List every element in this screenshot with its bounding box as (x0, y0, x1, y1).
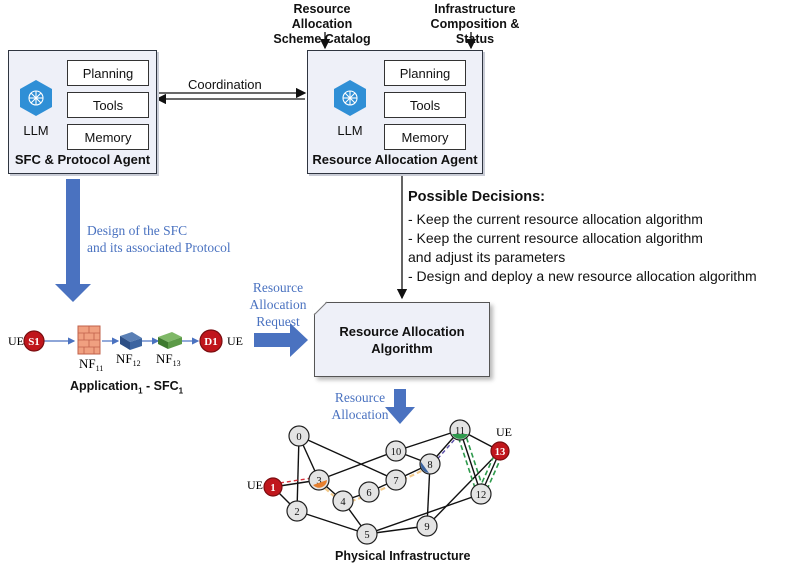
infrastructure-link (426, 450, 501, 527)
infrastructure-link (459, 429, 482, 495)
memory-box: Memory (384, 124, 466, 150)
request-line3: Request (256, 314, 300, 329)
router-icon (120, 332, 142, 350)
infrastructure-link (296, 510, 368, 535)
llm-label: LLM (23, 123, 49, 138)
infrastructure-node (470, 483, 492, 505)
ue-right-label: UE (227, 334, 243, 348)
node-label: 3 (316, 476, 321, 487)
caption-main: Application (70, 379, 139, 393)
allocation-line2: Allocation (331, 407, 389, 422)
source-node: S1 (23, 330, 45, 352)
planning-box: Planning (67, 60, 149, 86)
node-label: 11 (455, 426, 465, 437)
infrastructure-node (416, 515, 438, 537)
infrastructure-caption: Physical Infrastructure (335, 549, 471, 563)
destination-label: D1 (204, 336, 217, 348)
caption-mid: - SFC (142, 379, 179, 393)
tools-box: Tools (384, 92, 466, 118)
decision-item: - Keep the current resource allocation a… (408, 211, 703, 227)
agent-title: SFC & Protocol Agent (14, 152, 151, 167)
source-label: S1 (28, 336, 40, 348)
possible-decisions: Possible Decisions: - Keep the current r… (408, 188, 757, 286)
node-label: 9 (424, 522, 429, 533)
nf13-label: NF13 (156, 351, 181, 368)
firewall-icon (77, 325, 101, 355)
resource-allocation-algorithm-box: Resource Allocation Algorithm (314, 302, 490, 377)
planning-box: Planning (384, 60, 466, 86)
request-line1: Resource (252, 280, 304, 295)
nf-placement-marker (452, 434, 468, 439)
coordination-label: Coordination (188, 77, 262, 92)
infrastructure-link (366, 493, 482, 535)
node-label: 10 (391, 447, 402, 458)
infrastructure-node (286, 500, 308, 522)
sfc-chain: S1 UE D1 UE NF11 NF12 NF13 (8, 325, 243, 373)
node-label: 1 (270, 483, 275, 494)
infrastructure-node (263, 477, 283, 497)
infrastructure-node (358, 481, 380, 503)
allocation-text: Resource Allocation (328, 389, 392, 423)
folded-corner (313, 301, 328, 316)
infrastructure-node (385, 469, 407, 491)
request-arrow (254, 323, 308, 357)
design-sfc-arrow (55, 179, 91, 302)
sfc-caption: Application1 - SFC1 (70, 379, 183, 396)
nf-placement-marker (313, 480, 327, 488)
sfc-protocol-agent: LLM Planning Tools Memory SFC & Protocol… (8, 50, 157, 174)
infrastructure-node (332, 490, 354, 512)
ue-right-infra-label: UE (496, 425, 512, 439)
design-sfc-line1: Design of the SFC (87, 223, 188, 238)
allocation-arrow (385, 389, 415, 424)
memory-box: Memory (67, 124, 149, 150)
infrastructure-link (298, 435, 397, 481)
allocation-line1: Resource (334, 390, 386, 405)
decisions-heading: Possible Decisions: (408, 189, 545, 205)
node-label: 8 (427, 460, 432, 471)
catalog-label-line1: Resource Allocation (291, 2, 353, 31)
caption-sub: 1 (178, 386, 184, 396)
nf-placement-marker (420, 462, 429, 473)
infrastructure-link (395, 429, 461, 452)
infrastructure-node (385, 440, 407, 462)
agent-title: Resource Allocation Agent (312, 152, 478, 167)
decision-item: - Design and deploy a new resource alloc… (408, 268, 757, 284)
node-label: 7 (393, 476, 398, 487)
design-sfc-text: Design of the SFC and its associated Pro… (87, 222, 231, 256)
tools-box: Tools (67, 92, 149, 118)
nf11-label: NF11 (79, 356, 103, 373)
node-label: 13 (495, 447, 506, 458)
decision-item: and adjust its parameters (408, 249, 566, 265)
infrastructure-status-line1: Infrastructure (434, 2, 516, 16)
infrastructure-node (490, 441, 510, 461)
infrastructure-node (356, 523, 378, 545)
caption-sub: 1 (138, 386, 143, 396)
node-label: 5 (364, 530, 369, 541)
request-text: Resource Allocation Request (248, 279, 308, 330)
design-sfc-line2: and its associated Protocol (87, 240, 231, 255)
algorithm-line1: Resource Allocation (339, 323, 465, 339)
node-label: 0 (296, 432, 301, 443)
llm-icon (333, 79, 367, 122)
request-line2: Allocation (249, 297, 307, 312)
node-label: 4 (340, 497, 346, 508)
algorithm-line2: Algorithm (371, 340, 433, 356)
node-label: 12 (476, 490, 487, 501)
infrastructure-link (318, 450, 397, 481)
nf12-label: NF12 (116, 351, 141, 368)
decision-item: - Keep the current resource allocation a… (408, 230, 703, 246)
destination-node: D1 (199, 329, 223, 353)
llm-icon (19, 79, 53, 122)
infrastructure-node (288, 425, 310, 447)
infrastructure-link (296, 435, 300, 512)
node-label: 6 (366, 488, 371, 499)
llm-label: LLM (337, 123, 363, 138)
node-label: 2 (294, 507, 299, 518)
resource-allocation-agent: LLM Planning Tools Memory Resource Alloc… (307, 50, 483, 174)
ue-left-label: UE (8, 334, 24, 348)
ue-left-infra-label: UE (247, 478, 263, 492)
server-icon (158, 332, 182, 349)
